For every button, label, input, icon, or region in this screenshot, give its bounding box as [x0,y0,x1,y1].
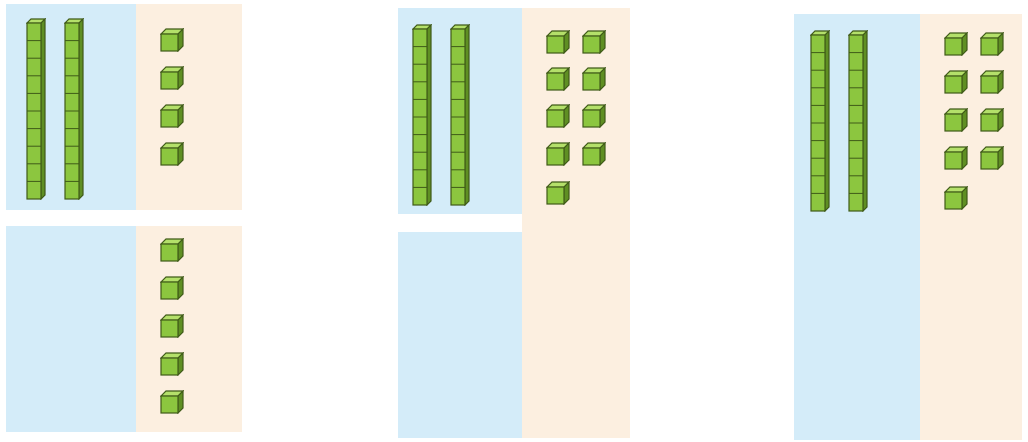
unit-cube-icon [944,70,968,94]
unit-cube-icon [546,104,570,128]
unit-cube-icon [160,104,184,128]
unit-cube-icon [980,108,1004,132]
ones-column [136,226,242,432]
unit-cube-icon [980,70,1004,94]
unit-cube-icon [980,32,1004,56]
ten-rod-icon [848,30,868,212]
place-value-mat-c [794,14,1022,440]
unit-cube-icon [582,104,606,128]
unit-cube-icon [160,352,184,376]
unit-cube-icon [160,142,184,166]
unit-cube-icon [546,181,570,205]
ones-column [136,4,242,210]
ones-column [920,14,1022,440]
unit-cube-icon [944,186,968,210]
ten-rod-icon [450,24,470,206]
unit-cube-icon [160,28,184,52]
unit-cube-icon [980,146,1004,170]
unit-cube-icon [160,314,184,338]
unit-cube-icon [944,146,968,170]
unit-cube-icon [160,276,184,300]
unit-cube-icon [582,142,606,166]
place-value-mat-a-top [6,4,242,210]
unit-cube-icon [944,32,968,56]
unit-cube-icon [546,30,570,54]
unit-cube-icon [160,238,184,262]
unit-cube-icon [546,142,570,166]
ten-rod-icon [64,18,84,200]
unit-cube-icon [546,67,570,91]
ten-rod-icon [412,24,432,206]
ones-column [522,8,630,438]
place-value-mat-b [398,8,630,438]
place-value-mat-a-bottom [6,226,242,432]
unit-cube-icon [582,30,606,54]
tens-column [398,232,522,438]
unit-cube-icon [160,390,184,414]
ten-rod-icon [26,18,46,200]
unit-cube-icon [944,108,968,132]
unit-cube-icon [160,66,184,90]
tens-column [6,226,136,432]
ten-rod-icon [810,30,830,212]
unit-cube-icon [582,67,606,91]
